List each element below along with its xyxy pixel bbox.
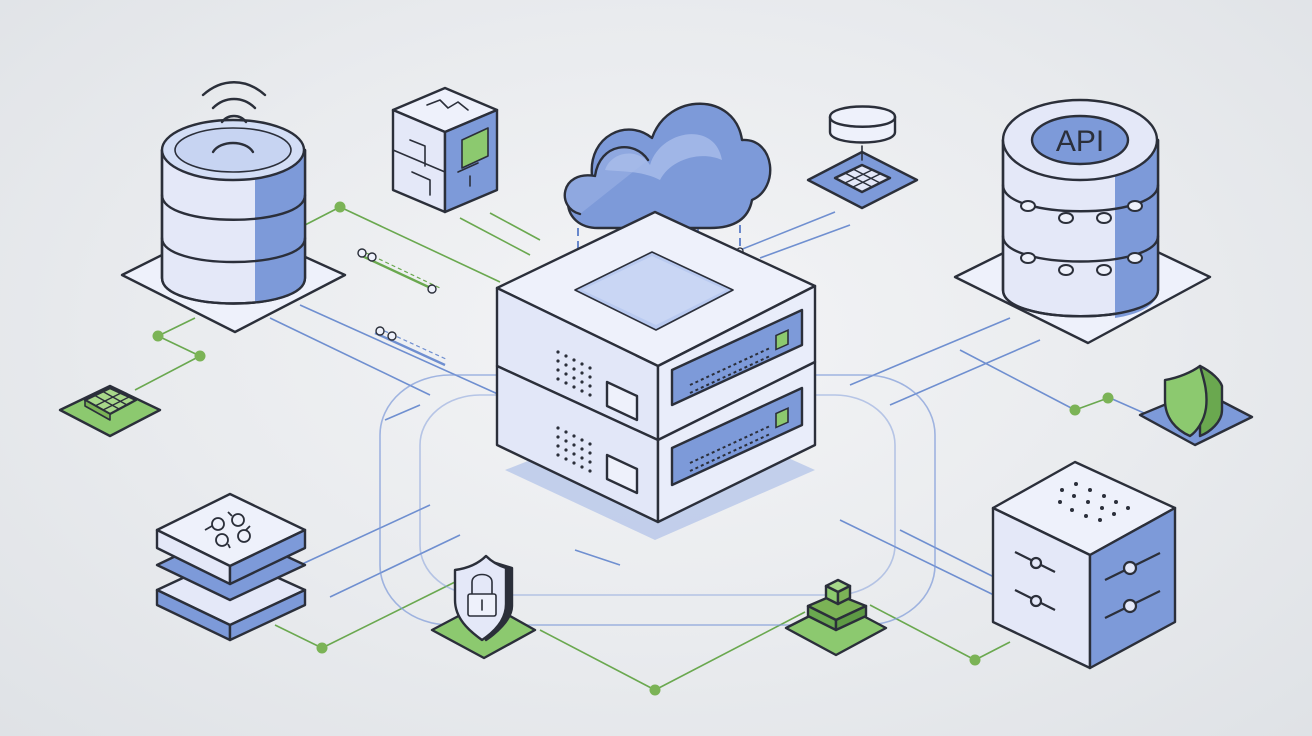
database-icon [120,81,347,334]
blue-connections [269,211,1161,599]
vent-slots [689,347,771,472]
storage-cube-icon [991,460,1177,670]
connections [134,201,1161,696]
shield-lock-icon [430,554,537,660]
chip-icon [806,105,919,210]
server-icon [495,210,817,540]
wireless-icon [201,81,267,124]
cable-clip-icon [374,326,449,367]
gear-cluster-icon [204,511,251,549]
shield-icon [1138,364,1254,447]
cube-icon [391,86,499,214]
grille [556,350,592,473]
connection-dots [152,201,1114,696]
stack-icon [155,492,307,642]
block-icon [784,578,888,657]
cloud-icon [563,102,772,230]
cable-clip-icon [357,248,441,294]
api-database-icon: API [953,98,1212,345]
api-label: API [1056,125,1104,158]
grille [1058,482,1130,522]
chip-icon [58,384,162,438]
